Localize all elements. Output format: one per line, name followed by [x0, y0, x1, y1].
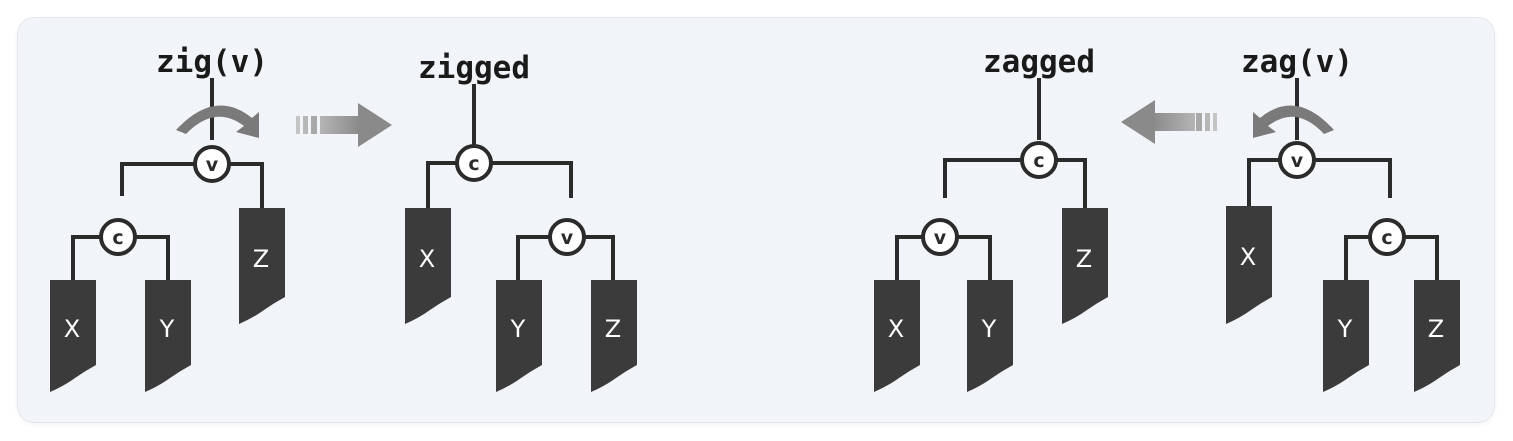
subtree-x: X — [874, 280, 920, 392]
svg-text:v: v — [206, 154, 219, 176]
zag-title: zag(v) — [1241, 44, 1353, 80]
svg-text:Y: Y — [981, 315, 997, 343]
svg-text:Y: Y — [510, 315, 526, 343]
rotate-counterclockwise-icon — [1253, 105, 1334, 138]
svg-text:X: X — [64, 315, 80, 343]
subtree-z: Z — [1062, 208, 1108, 324]
subtree-x: X — [50, 280, 96, 392]
svg-text:Z: Z — [253, 245, 269, 273]
subtree-z: Z — [1414, 280, 1460, 392]
arrow-left-icon — [1121, 100, 1217, 144]
node-v: v — [921, 218, 959, 256]
svg-text:X: X — [1240, 243, 1256, 271]
subtree-x: X — [405, 208, 451, 324]
node-c: c — [1368, 218, 1406, 256]
svg-text:c: c — [1033, 150, 1044, 172]
subtree-z: Z — [591, 280, 637, 392]
svg-text:v: v — [561, 227, 574, 249]
zig-title: zig(v) — [156, 44, 268, 80]
zigged-tree: zigged X Y Z c v — [405, 50, 637, 392]
zigged-title: zigged — [418, 50, 530, 86]
svg-text:Y: Y — [1337, 315, 1353, 343]
node-v: v — [548, 218, 586, 256]
svg-text:Y: Y — [159, 315, 175, 343]
zig-before-tree: zig(v) X Y Z v c — [50, 44, 285, 392]
zag-before-tree: zag(v) X Y Z v c — [1226, 44, 1460, 392]
arrow-right-icon — [296, 103, 392, 147]
svg-text:c: c — [468, 153, 479, 175]
node-c: c — [455, 144, 493, 182]
subtree-z: Z — [239, 208, 285, 324]
svg-text:X: X — [888, 315, 904, 343]
rotate-clockwise-icon — [176, 105, 259, 138]
subtree-y: Y — [967, 280, 1013, 392]
svg-text:Z: Z — [1428, 315, 1444, 343]
svg-text:c: c — [1381, 227, 1392, 249]
node-c: c — [1020, 141, 1058, 179]
subtree-y: Y — [496, 280, 542, 392]
svg-text:v: v — [934, 227, 947, 249]
subtree-y: Y — [145, 280, 191, 392]
svg-text:c: c — [112, 227, 123, 249]
zagged-tree: zagged X Y Z c v — [874, 44, 1108, 392]
svg-text:X: X — [419, 245, 435, 273]
subtree-x: X — [1226, 206, 1272, 324]
node-c: c — [99, 218, 137, 256]
subtree-y: Y — [1323, 280, 1369, 392]
node-v: v — [193, 145, 231, 183]
node-v: v — [1278, 141, 1316, 179]
svg-text:Z: Z — [605, 315, 621, 343]
svg-text:v: v — [1291, 150, 1304, 172]
svg-text:Z: Z — [1076, 245, 1092, 273]
zagged-title: zagged — [983, 44, 1095, 80]
